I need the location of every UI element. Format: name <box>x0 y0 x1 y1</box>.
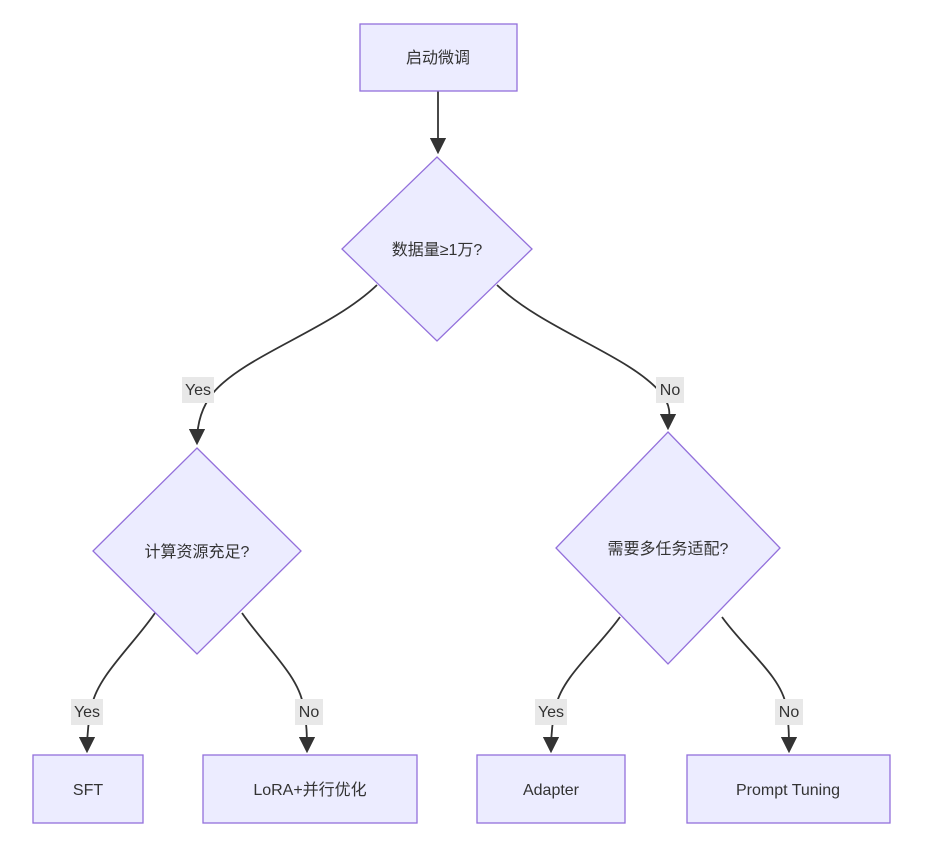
node-prompt-tuning-label: Prompt Tuning <box>736 782 840 799</box>
node-sft: SFT <box>32 754 144 824</box>
edge-label-compute-no: No <box>295 699 323 725</box>
edge-label-bg <box>656 377 684 403</box>
edge-label-text: No <box>660 382 681 399</box>
edge-label-compute-yes: Yes <box>71 699 103 725</box>
node-decision-compute-label: 计算资源充足? <box>145 542 250 561</box>
node-prompt-tuning: Prompt Tuning <box>686 754 891 824</box>
edge-label-data-no: No <box>656 377 684 403</box>
node-sft-shape <box>32 754 144 824</box>
node-lora-label: LoRA+并行优化 <box>253 781 366 799</box>
node-decision-multitask-shape <box>555 431 781 665</box>
edge-label-multitask-yes: Yes <box>535 699 567 725</box>
edge-label-text: Yes <box>74 704 100 721</box>
edge-label-bg <box>535 699 567 725</box>
node-decision-compute: 计算资源充足? <box>92 447 302 655</box>
edge-label-multitask-no: No <box>775 699 803 725</box>
edge-label-text: Yes <box>185 382 211 399</box>
edge-compute-yes <box>78 612 156 754</box>
node-decision-multitask-label: 需要多任务适配? <box>608 540 729 558</box>
edge-label-data-yes: Yes <box>182 377 214 403</box>
edge-label-bg <box>295 699 323 725</box>
edge-data-yes <box>188 284 378 446</box>
node-adapter-label: Adapter <box>523 782 580 799</box>
edge-label-text: Yes <box>538 704 564 721</box>
edge-multitask-yes <box>542 616 621 754</box>
edge-multitask-no <box>721 616 798 754</box>
edge-label-bg <box>182 377 214 403</box>
node-start-label: 启动微调 <box>406 49 470 67</box>
node-decision-data: 数据量≥1万? <box>341 156 533 342</box>
node-adapter: Adapter <box>476 754 626 824</box>
node-start: 启动微调 <box>359 23 518 92</box>
node-sft-label: SFT <box>73 782 103 799</box>
node-decision-multitask: 需要多任务适配? <box>555 431 781 665</box>
node-lora: LoRA+并行优化 <box>202 754 418 824</box>
node-lora-shape <box>202 754 418 824</box>
edge-label-bg <box>71 699 103 725</box>
node-start-shape <box>359 23 518 92</box>
edge-label-text: No <box>299 704 320 721</box>
node-decision-compute-shape <box>92 447 302 655</box>
edge-label-text: No <box>779 704 800 721</box>
edge-compute-no <box>241 612 316 754</box>
node-adapter-shape <box>476 754 626 824</box>
node-prompt-tuning-shape <box>686 754 891 824</box>
edge-label-bg <box>775 699 803 725</box>
node-decision-data-shape <box>341 156 533 342</box>
node-decision-data-label: 数据量≥1万? <box>392 241 483 259</box>
edge-data-no <box>496 284 677 431</box>
nodes: 启动微调 数据量≥1万? 计算资源充足? 需要多任务适配? SFT LoRA+并 <box>32 23 891 824</box>
edge-labels: Yes No Yes No Yes No <box>71 377 803 725</box>
